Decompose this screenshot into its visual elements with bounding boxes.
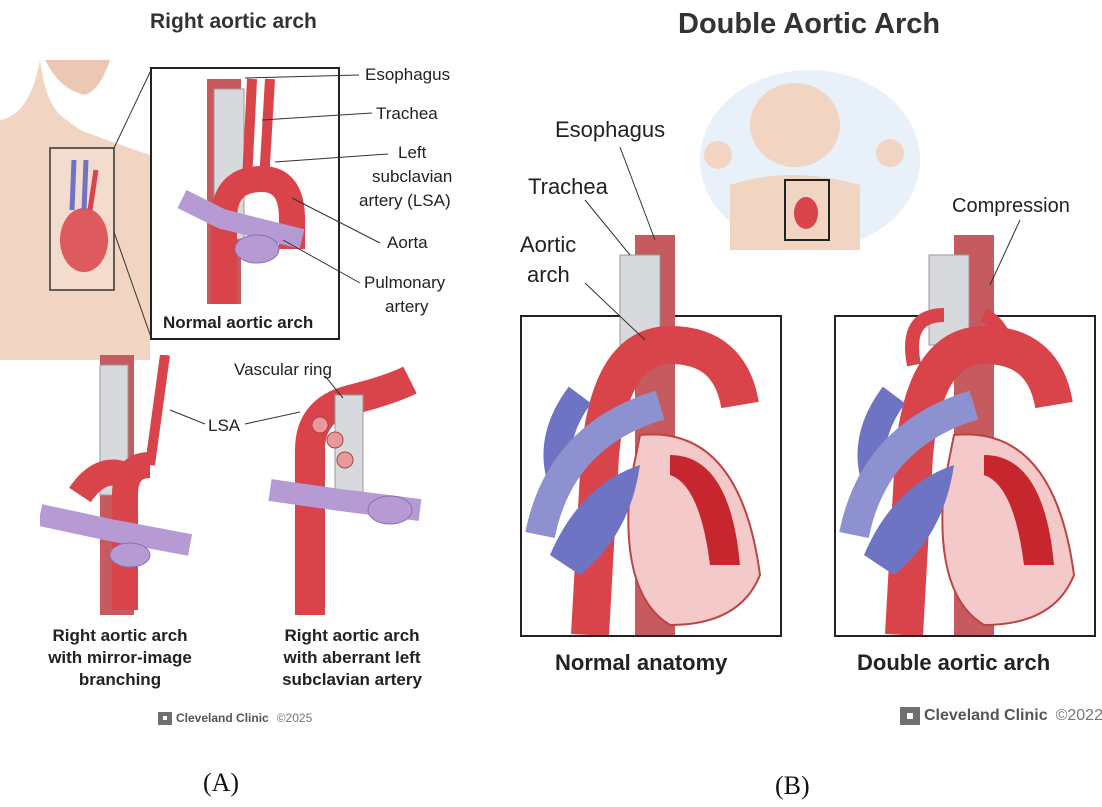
panel-b-title: Double Aortic Arch <box>678 8 940 41</box>
label-pulmonary-line2: artery <box>385 297 428 317</box>
label-esophagus-b: Esophagus <box>555 117 665 143</box>
cleveland-clinic-logo-b: Cleveland Clinic ©2022 <box>900 707 1102 725</box>
label-lsa-line1: Left <box>398 143 426 163</box>
label-pulmonary-line1: Pulmonary <box>364 273 445 293</box>
label-aortic-arch-line1: Aortic <box>520 232 576 258</box>
normal-arch-caption: Normal aortic arch <box>163 313 313 333</box>
label-lsa-line2: subclavian <box>372 167 452 187</box>
panel-label-a: (A) <box>203 768 239 798</box>
label-compression: Compression <box>952 195 1070 218</box>
infant-illustration <box>690 65 920 255</box>
cleveland-clinic-icon <box>900 707 920 725</box>
mirror-image-branching-illustration <box>40 355 200 615</box>
normal-anatomy-heart-illustration <box>520 235 782 635</box>
caption-mirror-image: Right aortic arch with mirror-image bran… <box>30 625 210 691</box>
label-trachea-b: Trachea <box>528 174 608 200</box>
label-aortic-arch-line2: arch <box>527 262 570 288</box>
label-lsa-short: LSA <box>208 416 240 436</box>
caption-aberrant: Right aortic arch with aberrant left sub… <box>262 625 442 691</box>
label-lsa-line3: artery (LSA) <box>359 191 451 211</box>
label-aorta-a: Aorta <box>387 233 428 253</box>
cleveland-clinic-icon <box>158 712 172 725</box>
panel-a-title: Right aortic arch <box>150 10 317 34</box>
panel-label-b: (B) <box>775 771 810 801</box>
double-arch-heart-illustration <box>834 235 1096 635</box>
label-esophagus-a: Esophagus <box>365 65 450 85</box>
cleveland-clinic-logo-a: Cleveland Clinic ©2025 <box>158 711 312 725</box>
neck-torso-illustration <box>0 60 150 360</box>
label-trachea-a: Trachea <box>376 104 438 124</box>
aberrant-subclavian-illustration <box>260 360 430 620</box>
caption-double-aortic-arch: Double aortic arch <box>857 650 1050 676</box>
normal-aortic-arch-illustration <box>152 69 338 309</box>
caption-normal-anatomy: Normal anatomy <box>555 650 727 676</box>
label-vascular-ring: Vascular ring <box>234 360 332 380</box>
